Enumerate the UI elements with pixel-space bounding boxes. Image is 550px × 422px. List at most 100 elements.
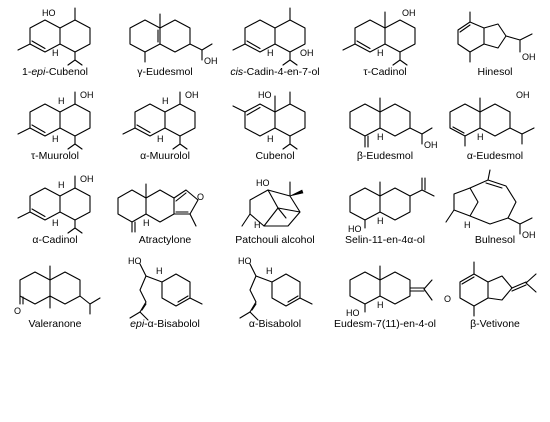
compound-bulnesol: OH H Bulnesol xyxy=(440,168,550,252)
compound-alpha-bisabolol: HO H α-Bisabolol xyxy=(220,252,330,336)
compound-name: β-Eudesmol xyxy=(356,150,414,162)
atom-label-h: H xyxy=(266,266,273,276)
atom-label-h: H xyxy=(377,132,384,142)
structure-beta-eudesmol: OH H xyxy=(349,97,438,150)
compound-selin-11-en-4alpha-ol: HO H Selin-11-en-4α-ol xyxy=(330,168,440,252)
atom-label-o: O xyxy=(14,306,21,316)
structure-eudesm-7-11-en-4-ol: HO H xyxy=(346,265,433,318)
compound-name: α-Bisabolol xyxy=(248,318,302,330)
atom-label-h: H xyxy=(254,220,261,230)
atom-label-oh: OH xyxy=(516,90,530,100)
compound-1-epi-cubenol: HO H 1-epi-Cubenol xyxy=(0,0,110,84)
compound-name: α-Cadinol xyxy=(32,234,78,246)
structure-gamma-eudesmol: OH xyxy=(129,13,218,66)
atom-label-h: H xyxy=(377,216,384,226)
atom-label-o: O xyxy=(197,192,204,202)
structure-epi-alpha-bisabolol: HO H xyxy=(128,256,203,321)
compound-name: Bulnesol xyxy=(474,234,516,246)
compound-beta-vetivone: O β-Vetivone xyxy=(440,252,550,336)
structure-beta-vetivone: O xyxy=(444,261,537,317)
compound-name: γ-Eudesmol xyxy=(137,66,193,78)
atom-label-ho: HO xyxy=(258,90,272,100)
atom-label-oh: OH xyxy=(522,52,536,62)
compound-tau-cadinol: OH H τ-Cadinol xyxy=(330,0,440,84)
structure-valeranone: O xyxy=(14,265,101,316)
compound-name: α-Muurolol xyxy=(140,150,190,162)
atom-label-h: H xyxy=(52,48,59,58)
compound-gamma-eudesmol: OH γ-Eudesmol xyxy=(110,0,220,84)
atom-label-h: H xyxy=(162,96,169,106)
atom-label-h: H xyxy=(377,300,384,310)
atom-label-o: O xyxy=(444,294,451,304)
compound-name: epi-α-Bisabolol xyxy=(130,318,200,330)
compound-hinesol: OH Hinesol xyxy=(440,0,550,84)
compound-name: Patchouli alcohol xyxy=(235,234,315,246)
structure-cis-cadin-4-en-7-ol: OH H xyxy=(232,7,314,66)
compound-patchouli-alcohol: HO H Patchouli alcohol xyxy=(220,168,330,252)
atom-label-h: H xyxy=(477,132,484,142)
compound-epi-alpha-bisabolol: HO H epi-α-Bisabolol xyxy=(110,252,220,336)
atom-label-h: H xyxy=(52,134,59,144)
compound-alpha-eudesmol: OH H α-Eudesmol xyxy=(440,84,550,168)
compound-name: τ-Muurolol xyxy=(31,150,79,162)
structure-tau-cadinol: OH H xyxy=(342,8,416,66)
structure-1-epi-cubenol: HO H xyxy=(17,7,91,66)
compound-name: α-Eudesmol xyxy=(466,150,524,162)
compound-name: Hinesol xyxy=(477,66,513,78)
atom-label-h: H xyxy=(377,48,384,58)
compound-name: cis-Cadin-4-en-7-ol xyxy=(230,66,320,78)
compound-tau-muurolol: OH H H τ-Muurolol xyxy=(0,84,110,168)
compound-name: 1-epi-Cubenol xyxy=(22,66,88,78)
atom-label-h: H xyxy=(267,48,274,58)
atom-label-ho: HO xyxy=(42,8,56,18)
structure-atractylone: O H xyxy=(117,183,204,233)
atom-label-ho: HO xyxy=(256,178,270,188)
atom-label-oh: OH xyxy=(402,8,416,18)
compound-name: Valeranone xyxy=(28,318,82,330)
compound-name: β-Vetivone xyxy=(470,318,520,330)
structure-alpha-eudesmol: OH H xyxy=(449,90,535,147)
atom-label-oh: OH xyxy=(300,48,314,58)
compound-name: Selin-11-en-4α-ol xyxy=(345,234,425,246)
atom-label-h: H xyxy=(156,266,163,276)
compound-name: τ-Cadinol xyxy=(363,66,407,78)
atom-label-oh: OH xyxy=(185,90,199,100)
atom-label-oh: OH xyxy=(522,230,536,240)
atom-label-oh: OH xyxy=(424,140,438,150)
structure-patchouli-alcohol: HO H xyxy=(241,178,304,230)
compound-name: Cubenol xyxy=(255,150,295,162)
compound-name: Eudesm-7(11)-en-4-ol xyxy=(334,318,436,330)
compound-alpha-muurolol: OH H H α-Muurolol xyxy=(110,84,220,168)
structure-hinesol: OH xyxy=(457,11,536,63)
compound-cubenol: HO H Cubenol xyxy=(220,84,330,168)
compound-atractylone: O H Atractylone xyxy=(110,168,220,252)
atom-label-h: H xyxy=(464,220,471,230)
atom-label-oh: OH xyxy=(204,56,218,66)
compound-eudesm-7-11-en-4-ol: HO H Eudesm-7(11)-en-4-ol xyxy=(330,252,440,336)
atom-label-oh: OH xyxy=(80,174,94,184)
atom-label-h: H xyxy=(52,218,59,228)
atom-label-h: H xyxy=(157,134,164,144)
structure-tau-muurolol: OH H H xyxy=(17,90,94,150)
compound-alpha-cadinol: OH H H α-Cadinol xyxy=(0,168,110,252)
atom-label-h: H xyxy=(58,96,65,106)
atom-label-ho: HO xyxy=(348,224,362,234)
structure-cubenol: HO H xyxy=(232,90,306,150)
atom-label-h: H xyxy=(267,134,274,144)
structure-bulnesol: OH H xyxy=(445,169,536,240)
compound-name: Atractylone xyxy=(138,234,192,246)
atom-label-ho: HO xyxy=(128,256,142,266)
structure-alpha-bisabolol: HO H xyxy=(238,256,313,321)
atom-label-oh: OH xyxy=(80,90,94,100)
compound-beta-eudesmol: OH H β-Eudesmol xyxy=(330,84,440,168)
atom-label-h: H xyxy=(143,218,150,228)
atom-label-h: H xyxy=(58,180,65,190)
structure-selin-11-en-4alpha-ol: HO H xyxy=(348,177,435,234)
compound-cis-cadin-4-en-7-ol: OH H cis-Cadin-4-en-7-ol xyxy=(220,0,330,84)
atom-label-ho: HO xyxy=(238,256,252,266)
structure-alpha-muurolol: OH H H xyxy=(122,90,199,150)
structure-alpha-cadinol: OH H H xyxy=(17,174,94,234)
compound-valeranone: O Valeranone xyxy=(0,252,110,336)
atom-label-ho: HO xyxy=(346,308,360,318)
